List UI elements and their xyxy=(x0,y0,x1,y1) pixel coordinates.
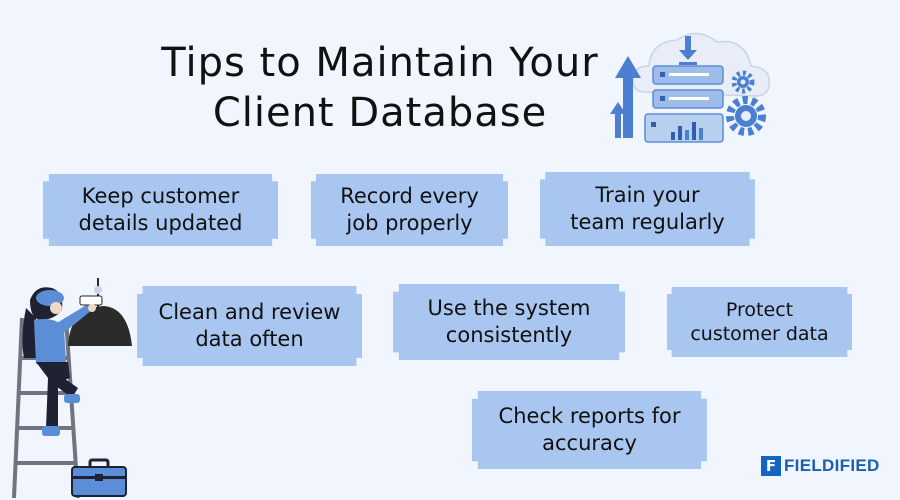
brand-name: FIELDIFIED xyxy=(784,456,880,475)
cloud-server-icon xyxy=(610,32,770,143)
person-on-ladder-illustration xyxy=(12,278,132,498)
title-line-1: Tips to Maintain Your xyxy=(161,40,599,86)
toolbox-icon xyxy=(71,458,127,497)
brand-mark: F xyxy=(761,456,781,476)
brand-logo: F FIELDIFIED xyxy=(761,456,880,476)
gear-icon xyxy=(726,70,766,136)
title-line-2: Client Database xyxy=(212,90,548,136)
page-title: Tips to Maintain Your Client Database xyxy=(120,38,640,138)
